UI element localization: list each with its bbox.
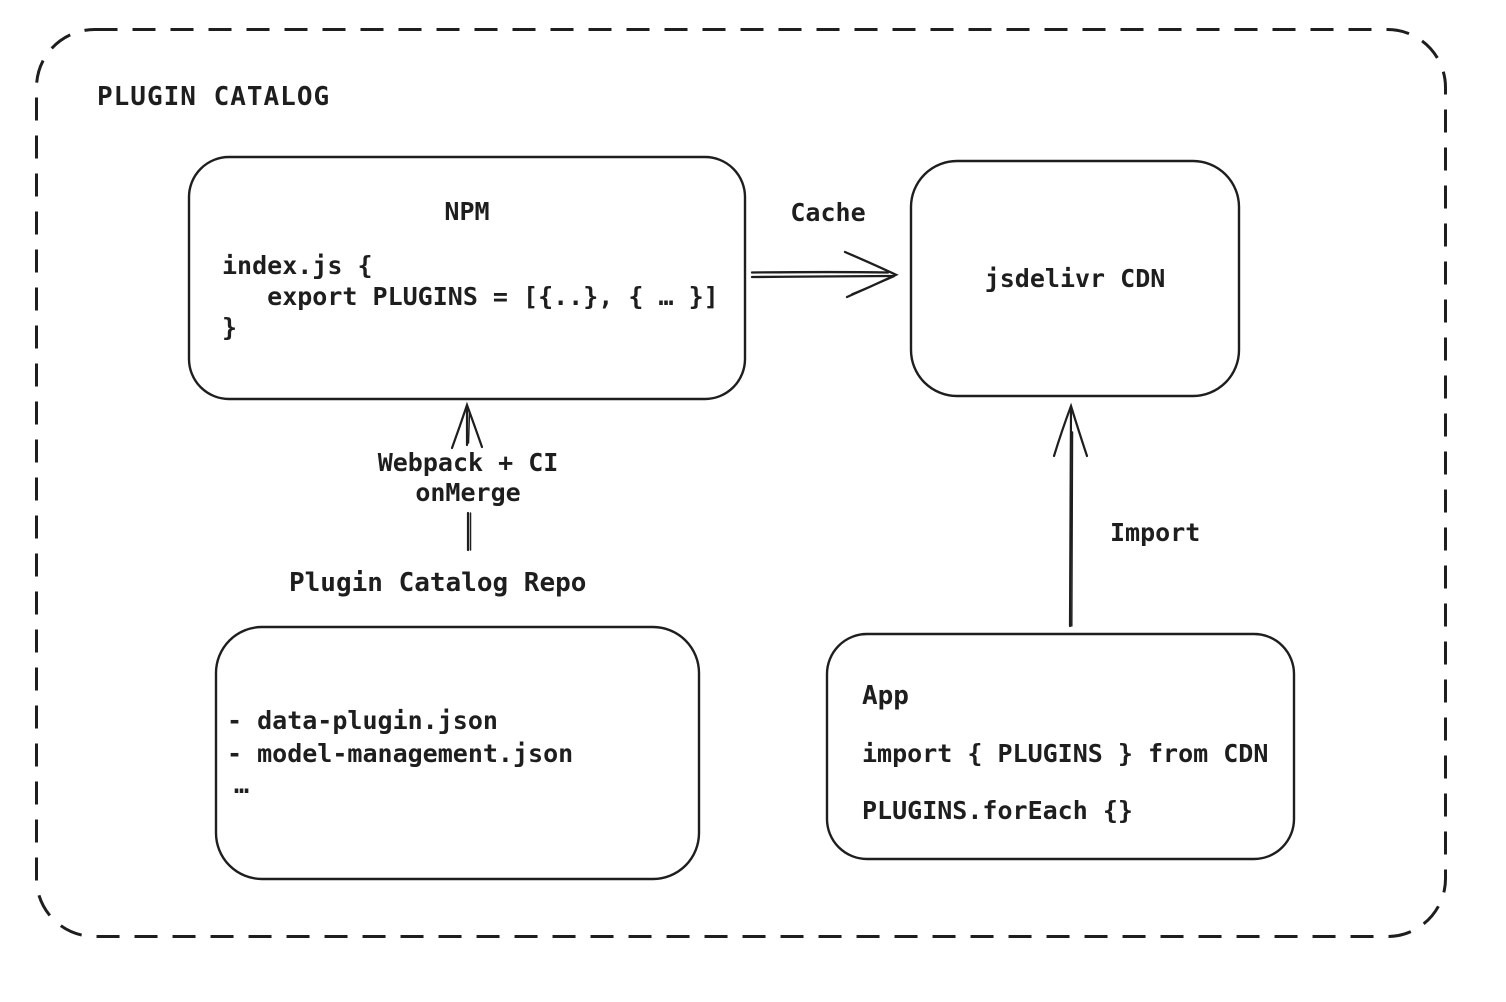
app-node-title: App (862, 681, 909, 711)
frame-title: PLUGIN CATALOG (97, 82, 331, 112)
merge-edge-label-line1: Webpack + CI (377, 448, 559, 477)
npm-code-line: } (222, 313, 238, 342)
import-arrow (1052, 402, 1089, 628)
npm-node-title: NPM (444, 197, 490, 226)
npm-node-box (187, 155, 747, 401)
cdn-node-box (909, 159, 1241, 398)
merge-arrow (450, 401, 484, 552)
npm-code-line: index.js { (222, 251, 373, 280)
repo-file-item: … (234, 770, 250, 799)
repo-node-box (214, 625, 701, 881)
merge-edge-label-line2: onMerge (415, 478, 521, 507)
catalog-frame-border (35, 28, 1447, 938)
repo-node-heading: Plugin Catalog Repo (289, 568, 587, 598)
app-code-line: PLUGINS.forEach {} (862, 796, 1133, 825)
npm-code-line: export PLUGINS = [{..}, { … }] (222, 282, 719, 311)
repo-file-item: - data-plugin.json (227, 706, 498, 735)
cache-edge-label: Cache (790, 198, 866, 227)
cdn-node-label: jsdelivr CDN (984, 264, 1166, 293)
app-code-line: import { PLUGINS } from CDN (862, 739, 1269, 768)
cache-arrow (750, 250, 899, 299)
import-edge-label: Import (1110, 518, 1201, 547)
repo-file-item: - model-management.json (227, 739, 574, 768)
app-node-box (825, 632, 1296, 861)
